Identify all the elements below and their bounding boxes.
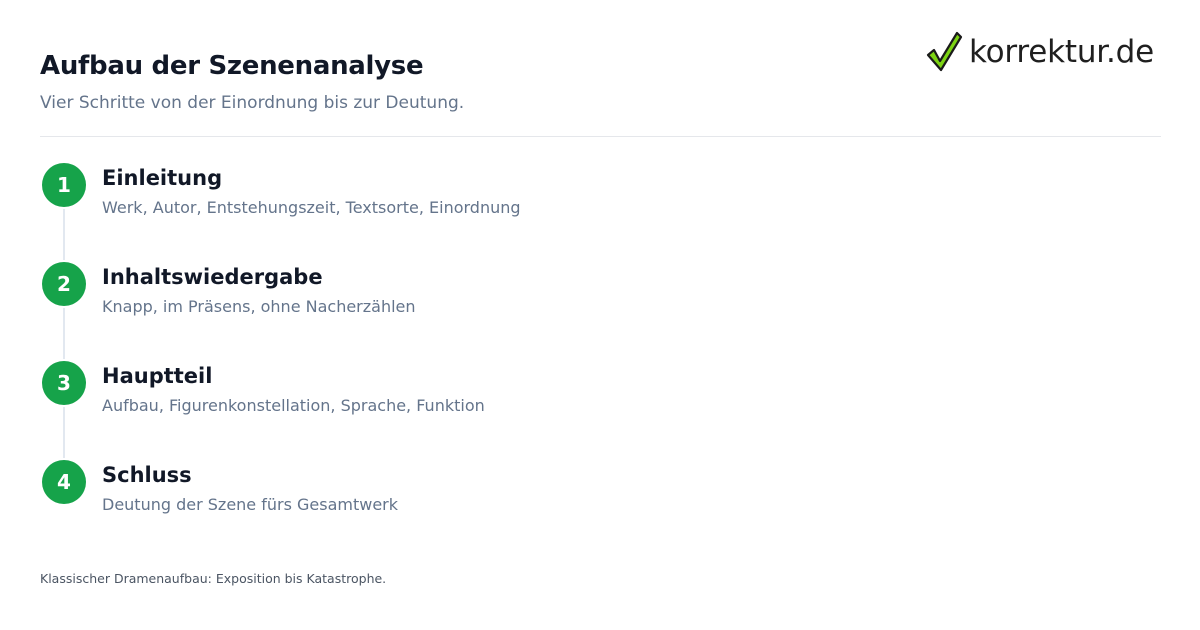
step-description: Aufbau, Figurenkonstellation, Sprache, F… xyxy=(102,396,485,415)
step-connector xyxy=(63,206,65,264)
footnote: Klassischer Dramenaufbau: Exposition bis… xyxy=(40,571,387,586)
checkmark-icon xyxy=(926,31,963,72)
page-subtitle: Vier Schritte von der Einordnung bis zur… xyxy=(40,93,465,113)
step-connector xyxy=(63,305,65,363)
step-title: Einleitung xyxy=(102,166,223,190)
step-title: Schluss xyxy=(102,463,192,487)
step-title: Hauptteil xyxy=(102,364,213,388)
step-description: Werk, Autor, Entstehungszeit, Textsorte,… xyxy=(102,198,521,217)
logo[interactable]: korrektur.de xyxy=(925,28,1154,76)
header-divider xyxy=(40,136,1161,137)
page-title: Aufbau der Szenenanalyse xyxy=(40,51,424,81)
step-description: Deutung der Szene fürs Gesamtwerk xyxy=(102,495,399,514)
step-title: Inhaltswiedergabe xyxy=(102,265,323,289)
step-connector xyxy=(63,404,65,462)
step-number-badge: 3 xyxy=(42,361,86,405)
step-number-badge: 2 xyxy=(42,262,86,306)
logo-text: korrektur.de xyxy=(969,34,1155,70)
step-number-badge: 4 xyxy=(42,460,86,504)
step-description: Knapp, im Präsens, ohne Nacherzählen xyxy=(102,297,416,316)
step-number-badge: 1 xyxy=(42,163,86,207)
